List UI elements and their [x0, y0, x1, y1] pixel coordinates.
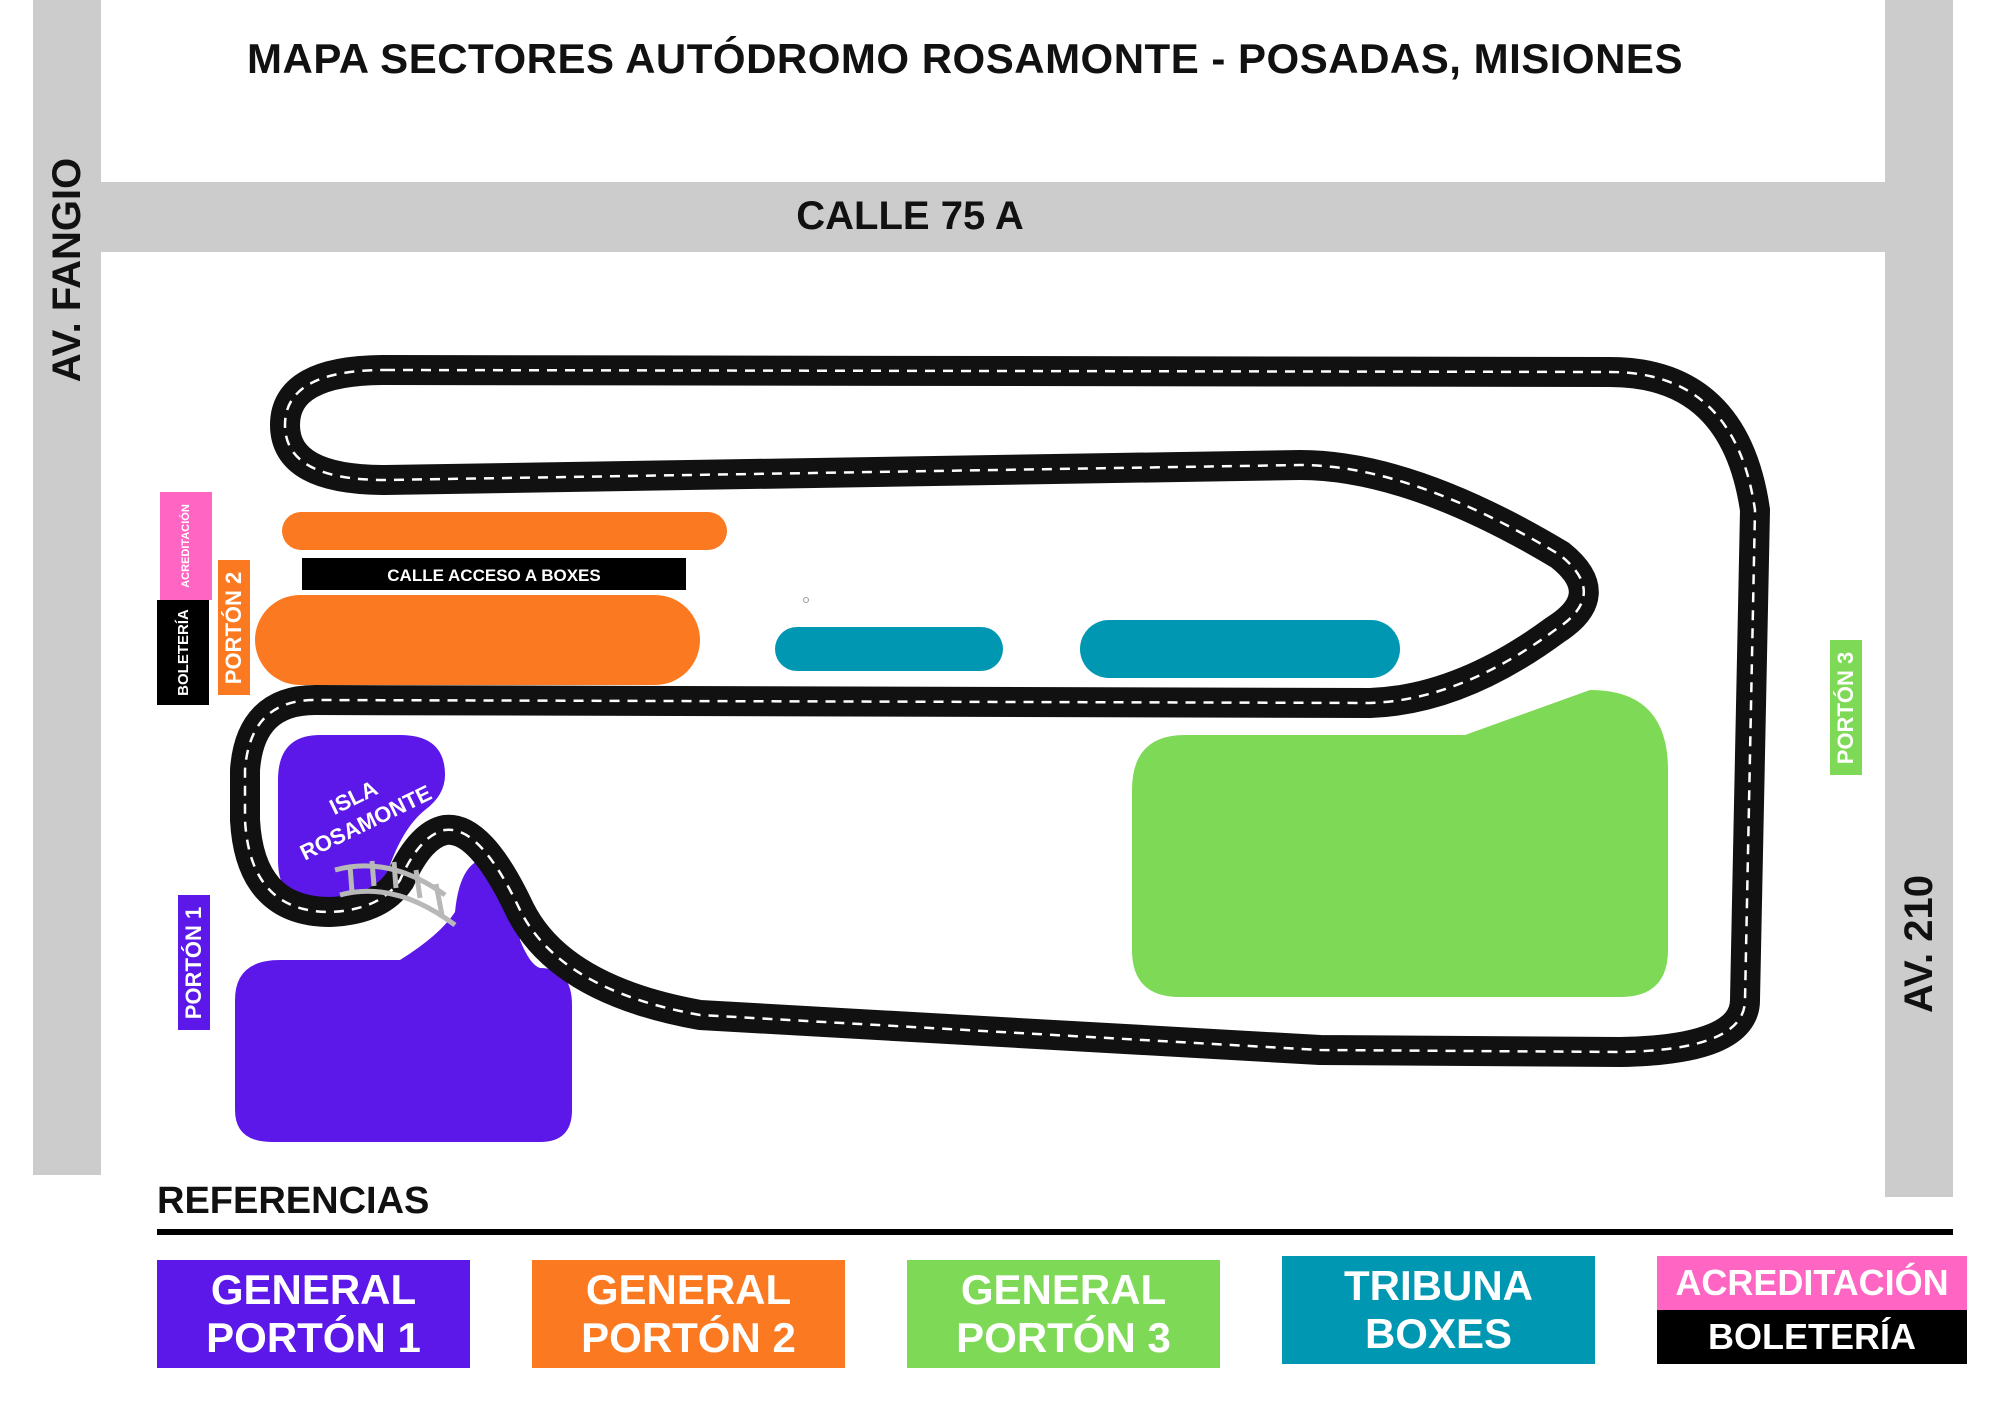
- road-av-fangio: [33, 0, 101, 1175]
- zone-general-porton2-main[interactable]: [255, 595, 700, 685]
- legend-general-porton2-line1: GENERAL: [585, 1266, 792, 1313]
- road-label-calle-75a: CALLE 75 A: [796, 194, 1024, 238]
- zone-general-porton1[interactable]: [235, 858, 572, 1142]
- legend-general-porton1-line2: PORTÓN 1: [206, 1314, 421, 1361]
- boleteria-label: BOLETERÍA: [174, 609, 192, 696]
- zone-general-porton3[interactable]: [1132, 690, 1668, 997]
- porton-3-label: PORTÓN 3: [1833, 651, 1858, 764]
- legend-tribuna-boxes-line2: BOXES: [1364, 1310, 1513, 1357]
- race-track-centerline: [243, 368, 1757, 1054]
- legend-general-porton3: GENERAL PORTÓN 3: [907, 1260, 1220, 1368]
- porton-1-gate[interactable]: PORTÓN 1: [178, 895, 210, 1030]
- legend-general-porton1: GENERAL PORTÓN 1: [157, 1260, 470, 1368]
- pit-lane-label: CALLE ACCESO A BOXES: [387, 566, 600, 585]
- legend-general-porton3-line1: GENERAL: [960, 1266, 1167, 1313]
- legend-boleteria: BOLETERÍA: [1657, 1310, 1967, 1364]
- porton-3-gate[interactable]: PORTÓN 3: [1830, 640, 1862, 775]
- porton-2-label: PORTÓN 2: [221, 571, 246, 684]
- legend-title: REFERENCIAS: [157, 1180, 430, 1222]
- acreditacion-booth[interactable]: ACREDITACIÓN: [160, 492, 212, 600]
- porton-2-gate[interactable]: PORTÓN 2: [218, 560, 250, 695]
- road-av-210: [1885, 0, 1953, 182]
- zone-general-porton2-upper[interactable]: [282, 512, 727, 550]
- legend-general-porton1-line1: GENERAL: [210, 1266, 417, 1313]
- porton-1-label: PORTÓN 1: [181, 906, 206, 1019]
- road-calle-75a: [101, 182, 1953, 252]
- zone-tribuna-boxes-1[interactable]: [775, 627, 1003, 671]
- map-title: MAPA SECTORES AUTÓDROMO ROSAMONTE - POSA…: [247, 35, 1683, 82]
- legend-general-porton2-line2: PORTÓN 2: [581, 1314, 796, 1361]
- zone-isla-rosamonte[interactable]: [278, 735, 445, 905]
- point-marker: [803, 597, 809, 603]
- legend-general-porton2: GENERAL PORTÓN 2: [532, 1260, 845, 1368]
- acreditacion-label: ACREDITACIÓN: [180, 504, 193, 588]
- legend-divider: [157, 1229, 1953, 1235]
- legend-acreditacion: ACREDITACIÓN: [1657, 1256, 1967, 1310]
- bridge-icon: [334, 860, 457, 928]
- road-av-210-lower: [1885, 252, 1953, 1197]
- circuit-map: CALLE ACCESO A BOXES ISLA ROSAMONTE: [230, 355, 1770, 1142]
- legend-general-porton3-line2: PORTÓN 3: [956, 1314, 1171, 1361]
- legend-tribuna-boxes-line1: TRIBUNA: [1344, 1262, 1533, 1309]
- zone-tribuna-boxes-2[interactable]: [1080, 620, 1400, 678]
- boleteria-booth[interactable]: BOLETERÍA: [157, 600, 209, 705]
- pit-lane-road: [302, 558, 686, 590]
- legend-tribuna-boxes: TRIBUNA BOXES: [1282, 1256, 1595, 1364]
